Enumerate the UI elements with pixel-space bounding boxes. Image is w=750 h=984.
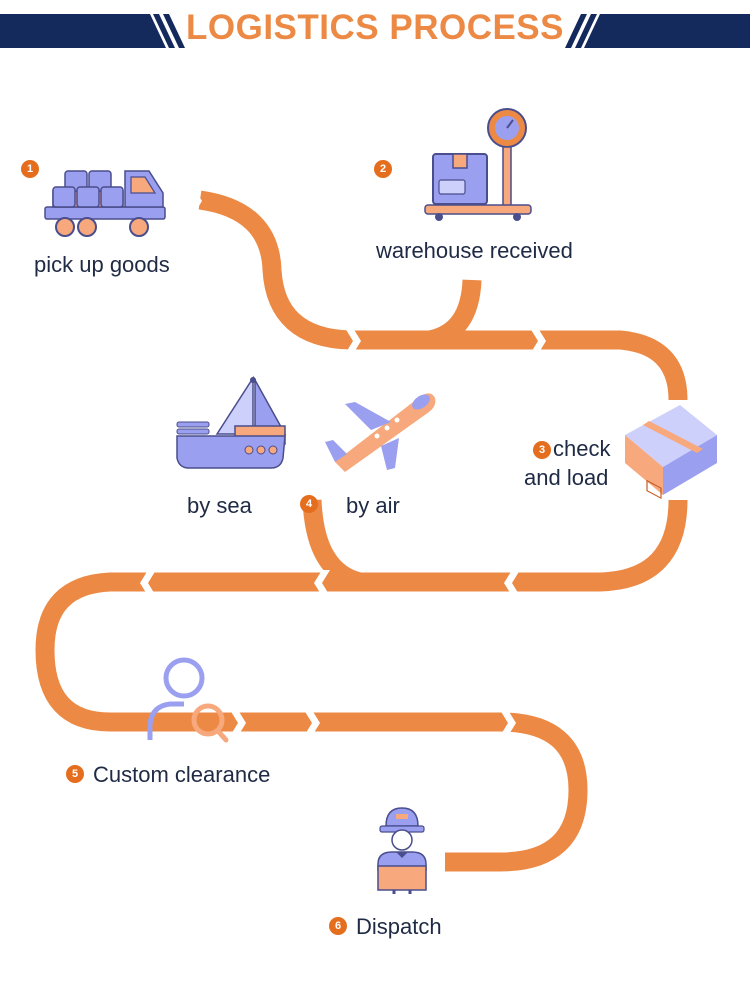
header-bar-left (0, 14, 166, 48)
header-bar-right (584, 14, 750, 48)
plane-icon (325, 393, 436, 472)
scale-icon (424, 108, 532, 221)
step-5-label: Custom clearance (93, 762, 271, 787)
step-3-badge: 3 (533, 441, 551, 459)
by-sea-label: by sea (187, 493, 252, 518)
by-air-label: by air (346, 493, 400, 518)
step-3-label-line2: and load (524, 465, 609, 490)
step-6-label: Dispatch (356, 914, 442, 939)
step-3-label-line1: check (553, 436, 611, 461)
step-2-badge: 2 (374, 160, 392, 178)
step-1-label: pick up goods (34, 252, 170, 277)
ship-icon (176, 375, 287, 469)
step-2-label: warehouse received (376, 238, 573, 263)
route-arrows (140, 188, 546, 736)
courier-icon (377, 807, 427, 894)
user-search-icon (147, 657, 229, 743)
step-1-badge: 1 (21, 160, 39, 178)
page-title: LOGISTICS PROCESS (186, 8, 564, 47)
step-4-badge: 4 (300, 495, 318, 513)
step-5-badge: 5 (66, 765, 84, 783)
truck-icon (44, 170, 166, 237)
header-banner (0, 14, 750, 48)
step-6-badge: 6 (329, 917, 347, 935)
box-icon (625, 405, 717, 500)
route-path (35, 190, 688, 872)
